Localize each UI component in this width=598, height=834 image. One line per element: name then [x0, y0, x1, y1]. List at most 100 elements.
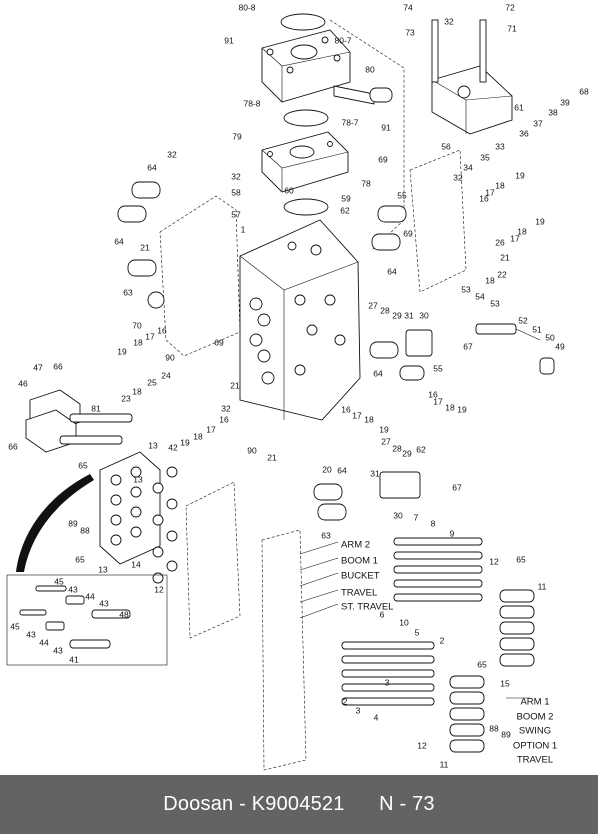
part-callout: 42: [168, 442, 178, 452]
part-callout: 32: [231, 171, 241, 181]
part-callout: 64: [373, 368, 383, 378]
part-callout: 9: [450, 528, 455, 538]
part-callout: 21: [230, 380, 240, 390]
end-cover-61: [431, 19, 513, 135]
part-callout: 69: [378, 154, 388, 164]
part-callout: 88: [80, 525, 90, 535]
part-callout: 30: [393, 510, 403, 520]
part-callout: 17: [485, 187, 495, 197]
section-label-right: TRAVEL: [517, 755, 553, 766]
part-callout: 18: [132, 386, 142, 396]
part-callout: 49: [555, 341, 565, 351]
part-callout: 62: [340, 205, 350, 215]
part-callout: 43: [53, 645, 63, 655]
part-callout: 7: [414, 512, 419, 522]
part-callout: 54: [475, 291, 485, 301]
part-callout: 66: [8, 441, 18, 451]
part-callout: 52: [518, 315, 528, 325]
lower-spools: [341, 537, 483, 706]
relief-valves-left: [117, 181, 165, 309]
part-callout: 19: [117, 346, 127, 356]
part-callout: 73: [405, 27, 415, 37]
part-callout: 78-7: [341, 117, 358, 127]
part-callout: 32: [453, 172, 463, 182]
gasket-plate-bottom: [261, 529, 307, 771]
block-30-upper: [405, 329, 433, 357]
gasket-plate-left: [159, 195, 241, 357]
part-callout: 80: [365, 64, 375, 74]
part-callout: 28: [392, 443, 402, 453]
part-callout: 43: [26, 629, 36, 639]
part-callout: 21: [267, 452, 277, 462]
section-label-right: ARM 1: [520, 697, 549, 708]
part-callout: 44: [39, 637, 49, 647]
part-callout: 56: [441, 141, 451, 151]
part-callout: 13: [148, 440, 158, 450]
part-callout: 13: [133, 474, 143, 484]
part-callout: 29: [402, 448, 412, 458]
part-callout: 18: [495, 180, 505, 190]
part-callout: 44: [85, 591, 95, 601]
part-callout: 39: [560, 97, 570, 107]
block-30-lower: [379, 471, 421, 499]
part-callout: 88: [489, 723, 499, 733]
part-callout: 51: [532, 324, 542, 334]
part-callout: 4: [374, 712, 379, 722]
footer-sep-1: -: [233, 793, 252, 815]
part-callout: 10: [399, 617, 409, 627]
group-label-leaders: [299, 541, 530, 699]
spring-housing-14: [99, 451, 161, 565]
part-callout: 91: [224, 35, 234, 45]
part-callout: 65: [75, 554, 85, 564]
cover-block-80: [261, 29, 393, 105]
part-callout: 32: [221, 403, 231, 413]
inset-detail-box: [6, 574, 168, 666]
part-callout: 3: [356, 705, 361, 715]
relief-valves-right: [313, 205, 425, 521]
part-callout: 2: [343, 696, 348, 706]
part-callout: 45: [10, 621, 20, 631]
footer-brand: Doosan: [163, 793, 234, 815]
part-callout: 6: [380, 609, 385, 619]
part-callout: 38: [548, 107, 558, 117]
part-callout: 17: [510, 233, 520, 243]
footer-page: N - 73: [379, 793, 435, 815]
part-callout: 3: [385, 677, 390, 687]
gasket-plate-right: [409, 149, 467, 293]
part-callout: 12: [417, 740, 427, 750]
part-callout: 58: [231, 187, 241, 197]
part-callout: 64: [387, 266, 397, 276]
part-callout: 65: [78, 460, 88, 470]
part-callout: 21: [140, 242, 150, 252]
part-callout: 16: [219, 414, 229, 424]
o-ring-60: [283, 198, 329, 216]
part-callout: 34: [463, 162, 473, 172]
part-callout: 14: [131, 559, 141, 569]
part-callout: 90: [165, 352, 175, 362]
part-callout: 26: [495, 237, 505, 247]
part-callout: 80-8: [238, 2, 255, 12]
o-ring-78-7: [283, 109, 329, 127]
part-callout: 55: [433, 363, 443, 373]
o-ring-80-7: [280, 13, 326, 31]
part-callout: 41: [69, 654, 79, 664]
part-callout: 66: [53, 361, 63, 371]
part-callout: 74: [403, 2, 413, 12]
part-callout: 46: [18, 378, 28, 388]
part-callout: 43: [68, 584, 78, 594]
part-callout: 19: [379, 424, 389, 434]
part-callout: 67: [463, 341, 473, 351]
part-callout: 79: [232, 131, 242, 141]
part-callout: 91: [381, 122, 391, 132]
part-callout: 19: [515, 170, 525, 180]
part-callout: 16: [479, 193, 489, 203]
section-label: ARM 2: [341, 540, 370, 551]
part-callout: 53: [461, 284, 471, 294]
part-callout: 1: [241, 224, 246, 234]
detail-arrow: [16, 474, 94, 572]
part-callout: 18: [364, 414, 374, 424]
part-callout: 15: [500, 678, 510, 688]
part-callout: 31: [404, 310, 414, 320]
part-callout: 30: [419, 310, 429, 320]
